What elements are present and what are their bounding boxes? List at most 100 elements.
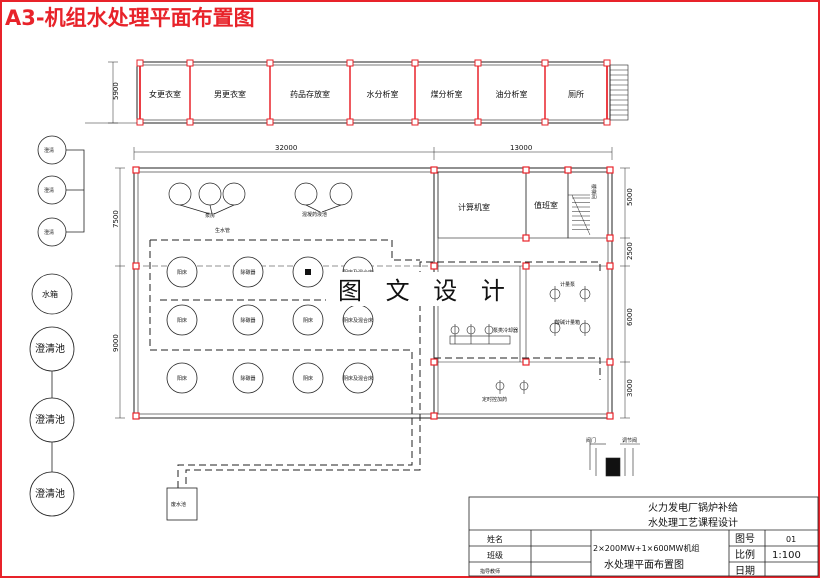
top-column-b-4	[411, 118, 419, 126]
computer-room-label: 计算机室	[458, 202, 490, 212]
left-dim-2: 9000	[112, 334, 120, 352]
teacher-label: 指导教师	[480, 568, 500, 575]
top-column-a-6	[541, 59, 549, 67]
right-dim-2: 2500	[626, 242, 634, 260]
legend-a: 阀门	[586, 437, 596, 444]
tank-label-1-1: 除碳器	[240, 317, 255, 324]
top-column-b-2	[266, 118, 274, 126]
tank-label-0-1: 除碳器	[240, 269, 255, 276]
column-8	[606, 234, 614, 242]
top-building	[85, 59, 629, 126]
top-column-b-5	[474, 118, 482, 126]
dosing-room-label: 混凝药液池	[302, 211, 327, 218]
tank-0-0	[166, 256, 198, 288]
top-column-b-7	[603, 118, 611, 126]
column-3	[564, 166, 572, 174]
clarifier-2: 澄清池	[35, 413, 65, 426]
column-12	[522, 358, 530, 366]
tank-0-1	[232, 256, 264, 288]
tank-label-2-3: 阴床及混合床	[343, 375, 373, 382]
top-height-dim: 5900	[112, 82, 120, 100]
column-16	[606, 412, 614, 420]
right-dim-4: 3000	[626, 379, 634, 397]
top-room-5: 油分析室	[496, 89, 528, 99]
column-4	[606, 166, 614, 174]
top-column-b-0	[136, 118, 144, 126]
column-15	[430, 412, 438, 420]
tank-label-1-3: 阴床及混合床	[343, 317, 373, 324]
left-column	[29, 135, 198, 521]
date-label: 日期	[735, 565, 755, 577]
project-line-1: 火力发电厂锅炉补给	[648, 501, 738, 514]
pipe-row-label: 生水管	[215, 227, 230, 234]
column-2	[522, 166, 530, 174]
dimension-lines	[115, 147, 630, 419]
pump-group-1	[168, 182, 353, 215]
top-room-0: 女更衣室	[149, 89, 181, 99]
tank-label-0-0: 阳床	[177, 269, 187, 276]
column-9	[606, 262, 614, 270]
acid-box-label: 酸碱计量箱	[555, 319, 580, 326]
column-13	[606, 358, 614, 366]
right-equipment	[449, 286, 591, 394]
waste-tank-label: 废水池	[171, 501, 186, 508]
tank-label-2-0: 阳床	[177, 375, 187, 382]
column-0	[132, 166, 140, 174]
small-tank-1: 澄清	[44, 147, 54, 154]
column-14	[132, 412, 140, 420]
scale-value: 1:100	[772, 550, 801, 561]
top-column-a-1	[186, 59, 194, 67]
project-line-2: 水处理工艺课程设计	[648, 516, 738, 529]
right-dim-1: 5000	[626, 188, 634, 206]
width-dim-1: 32000	[275, 144, 297, 152]
tank-label-1-0: 阳床	[177, 317, 187, 324]
tank-2-2	[292, 362, 324, 394]
clarifier-1: 澄清池	[35, 342, 65, 355]
top-column-a-3	[346, 59, 354, 67]
drawing-line-2: 水处理平面布置图	[604, 559, 684, 571]
top-column-b-6	[541, 118, 549, 126]
tank-2-1	[232, 362, 264, 394]
tank-2-3	[342, 362, 374, 394]
water-tank-label: 水箱	[42, 289, 58, 299]
tank-1-2	[292, 304, 324, 336]
top-room-4: 煤分析室	[431, 89, 463, 99]
tank-1-0	[166, 304, 198, 336]
column-7	[522, 234, 530, 242]
column-5	[132, 262, 140, 270]
fig-no-value: 01	[786, 535, 796, 544]
right-dim-3: 6000	[626, 308, 634, 326]
tank-label-1-2: 阴床	[303, 317, 313, 324]
top-column-b-3	[346, 118, 354, 126]
stairs-label: 楼梯间	[590, 184, 597, 199]
fig-no-label: 图号	[735, 533, 755, 545]
small-tank-2: 澄清	[44, 187, 54, 194]
clarifier-3: 澄清池	[35, 487, 65, 500]
top-room-6: 厕所	[568, 89, 584, 99]
top-column-a-7	[603, 59, 611, 67]
top-room-2: 药品存放室	[290, 89, 330, 99]
legend-symbols	[589, 442, 640, 477]
top-column-b-1	[186, 118, 194, 126]
top-column-a-4	[411, 59, 419, 67]
column-10	[522, 262, 530, 270]
tank-label-2-2: 阴床	[303, 375, 313, 382]
chem-pump-label: 计量泵	[560, 281, 575, 288]
legend-b: 调节阀	[622, 437, 637, 444]
name-label: 姓名	[487, 534, 503, 544]
top-room-3: 水分析室	[367, 89, 399, 99]
top-column-a-2	[266, 59, 274, 67]
tank-marker	[305, 269, 311, 275]
watermark-bg	[326, 272, 494, 306]
column-11	[430, 358, 438, 366]
cooler-label: 泵类冷却器	[493, 327, 518, 334]
top-room-1: 男更衣室	[214, 89, 246, 99]
scale-label: 比例	[735, 548, 755, 561]
tank-1-1	[232, 304, 264, 336]
title-block	[468, 496, 819, 577]
pump-room-label: 泵房	[205, 212, 215, 219]
drawing-line-1: 2×200MW+1×600MW机组	[593, 543, 699, 553]
duty-room-label: 值班室	[534, 200, 558, 210]
